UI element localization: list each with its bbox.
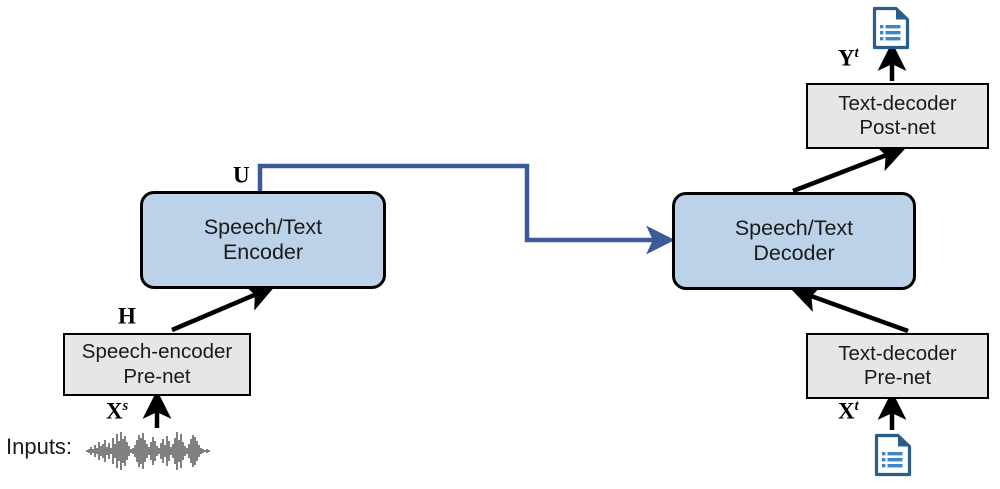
edge-label-xs: Xs: [106, 398, 128, 425]
document-icon-output: [872, 6, 910, 50]
node-speech-text-decoder[interactable]: Speech/Text Decoder: [672, 192, 916, 290]
edge-label-xt-sup: t: [854, 398, 859, 414]
node-label-line1: Text-decoder: [838, 91, 957, 115]
edge-label-yt-sup: t: [854, 45, 859, 61]
edge-label-yt-base: Y: [838, 45, 855, 71]
node-label-line1: Speech-encoder: [81, 340, 233, 364]
node-speech-text-encoder[interactable]: Speech/Text Encoder: [140, 191, 386, 289]
node-label-line1: Text-decoder: [838, 341, 957, 365]
audio-waveform-icon: [86, 432, 210, 470]
edge-label-h-base: H: [118, 303, 136, 329]
node-label-line2: Pre-net: [123, 364, 191, 388]
edge-label-xt: Xt: [838, 398, 859, 425]
edge-label-u: U: [233, 162, 250, 189]
node-label-line2: Post-net: [859, 116, 936, 139]
node-label-line2: Encoder: [222, 240, 304, 264]
edge-label-u-base: U: [233, 162, 250, 188]
node-label-line2: Decoder: [753, 241, 835, 265]
node-label-line1: Speech/Text: [734, 215, 854, 240]
arrow-prenet-to-encoder: [171, 284, 276, 333]
node-text-decoder-prenet[interactable]: Text-decoder Pre-net: [806, 333, 989, 399]
node-text-decoder-postnet[interactable]: Text-decoder Post-net: [806, 83, 989, 149]
edge-label-xs-base: X: [106, 398, 123, 424]
node-label-line2: Pre-net: [863, 366, 932, 389]
edge-label-yt: Yt: [838, 45, 859, 72]
document-icon-input: [874, 433, 912, 477]
inputs-label: Inputs:: [6, 434, 73, 459]
arrow-decoder-to-postnet: [792, 144, 907, 194]
node-label-line1: Speech/Text: [203, 214, 323, 239]
arrow-textprenet-to-decoder: [790, 284, 909, 334]
node-speech-encoder-prenet[interactable]: Speech-encoder Pre-net: [63, 333, 251, 396]
edge-label-xs-sup: s: [122, 398, 129, 414]
edge-label-xt-base: X: [838, 398, 855, 424]
edge-label-h: H: [118, 303, 136, 330]
